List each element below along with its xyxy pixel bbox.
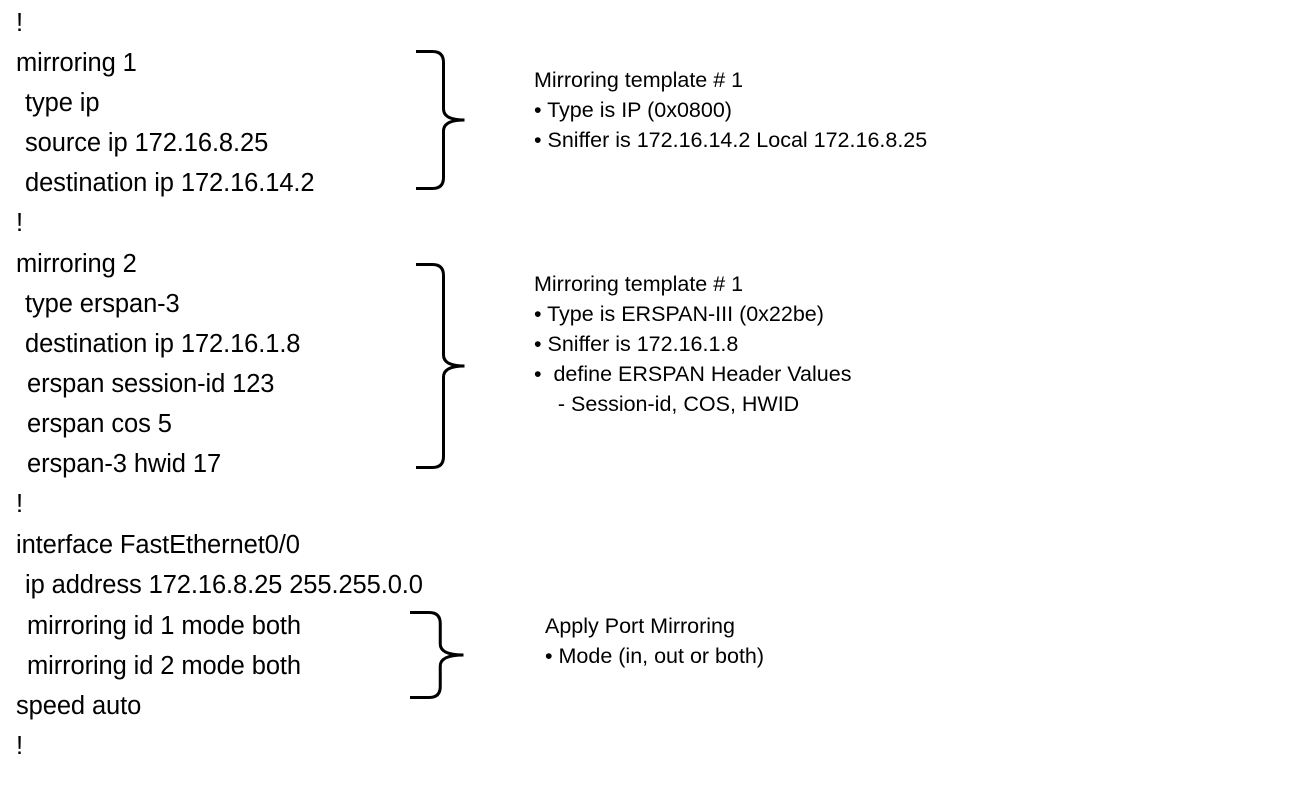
config-line: speed auto	[16, 692, 142, 720]
config-line: destination ip 172.16.14.2	[25, 169, 315, 197]
annotation-title-line: Apply Port Mirroring	[545, 614, 735, 638]
annotation-bullet-line: • Sniffer is 172.16.14.2 Local 172.16.8.…	[534, 128, 928, 152]
annotation-mirroring-template-2: Mirroring template # 1 • Type is ERSPAN-I…	[534, 269, 851, 419]
config-line: erspan cos 5	[27, 410, 172, 438]
config-line: mirroring 2	[16, 250, 137, 278]
curly-brace-icon	[416, 263, 465, 469]
annotation-bullet-line: • Sniffer is 172.16.1.8	[534, 332, 739, 356]
curly-brace-icon	[410, 611, 464, 699]
annotation-bullet-line: • Type is ERSPAN-III (0x22be)	[534, 302, 824, 326]
annotation-bullet-line: • Mode (in, out or both)	[545, 644, 765, 668]
config-line: !	[16, 209, 23, 237]
brace-mirroring-2	[416, 263, 466, 469]
annotation-sub-line: - Session-id, COS, HWID	[534, 392, 800, 416]
config-line: type ip	[25, 89, 100, 117]
config-line: erspan-3 hwid 17	[27, 450, 222, 478]
config-line: type erspan-3	[25, 290, 180, 318]
brace-mirroring-1	[416, 50, 466, 190]
annotation-title-line: Mirroring template # 1	[534, 272, 744, 296]
curly-brace-icon	[416, 50, 465, 190]
config-line: destination ip 172.16.1.8	[25, 330, 301, 358]
config-line: mirroring 1	[16, 49, 137, 77]
config-line: !	[16, 9, 23, 37]
config-line: interface FastEthernet0/0	[16, 531, 300, 559]
config-line: mirroring id 2 mode both	[27, 652, 301, 680]
annotation-mirroring-template-1: Mirroring template # 1 • Type is IP (0x08…	[534, 65, 927, 155]
config-line: !	[16, 732, 23, 760]
annotation-bullet-line: • Type is IP (0x0800)	[534, 98, 732, 122]
config-line: !	[16, 490, 23, 518]
config-line: erspan session-id 123	[27, 370, 275, 398]
annotation-apply-port-mirroring: Apply Port Mirroring • Mode (in, out or b…	[545, 611, 764, 671]
config-line: ip address 172.16.8.25 255.255.0.0	[25, 571, 423, 599]
config-line: mirroring id 1 mode both	[27, 612, 301, 640]
config-line: source ip 172.16.8.25	[25, 129, 269, 157]
annotation-title-line: Mirroring template # 1	[534, 68, 744, 92]
annotation-bullet-line: • define ERSPAN Header Values	[534, 362, 852, 386]
brace-interface-app	[410, 611, 465, 699]
